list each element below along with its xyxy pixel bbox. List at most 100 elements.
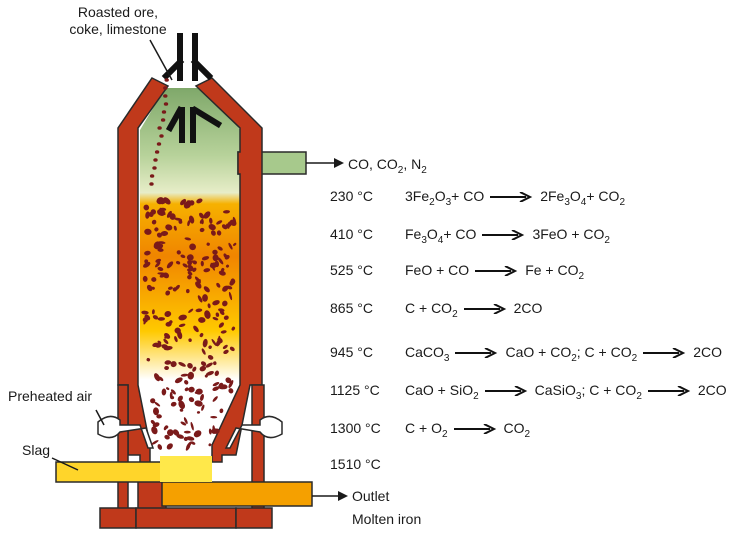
ore-particle — [178, 219, 183, 224]
ore-particle — [155, 342, 162, 348]
slag-label: Slag — [22, 442, 51, 458]
ore-particle — [201, 256, 210, 261]
formula-text: + CO — [451, 188, 485, 204]
ore-particle — [176, 260, 181, 265]
base-brick-center — [135, 507, 237, 529]
feed-particle — [163, 86, 168, 90]
ore-particle — [212, 317, 219, 321]
ore-particle — [187, 274, 192, 280]
ore-particle — [212, 386, 220, 391]
ore-particle — [188, 215, 195, 224]
ore-particle — [151, 309, 155, 315]
ore-particle — [166, 443, 173, 450]
ore-particle — [160, 199, 167, 205]
feed-particle — [163, 102, 169, 106]
ore-particle — [174, 336, 178, 343]
ore-particle — [204, 310, 211, 319]
ore-particle — [217, 246, 223, 251]
preheated-air-label: Preheated air — [8, 388, 93, 404]
ore-particle — [180, 254, 186, 259]
ore-particle — [221, 224, 228, 230]
gas-output-text-1: CO, CO — [348, 156, 398, 172]
reaction-arrow — [490, 192, 533, 203]
ore-particle — [209, 262, 218, 269]
ore-particle — [178, 323, 186, 328]
ore-particle — [159, 207, 167, 212]
ore-particle — [170, 389, 176, 395]
gas-output-sub-1: 2 — [397, 164, 404, 176]
ore-particle — [203, 268, 211, 273]
ore-particle — [201, 404, 205, 411]
ore-particle — [142, 317, 148, 323]
formula-subscript: 2 — [604, 234, 610, 246]
ore-particle — [226, 285, 233, 290]
ore-particle — [193, 325, 199, 333]
ore-particle — [231, 326, 236, 331]
formula-text: 2CO — [693, 344, 722, 360]
formula-subscript: 4 — [437, 234, 444, 246]
ore-particle — [164, 311, 172, 317]
ore-particle — [188, 386, 195, 393]
ore-particle — [152, 407, 160, 416]
zone-temperature: 1125 °C — [330, 382, 380, 398]
ore-particle — [177, 395, 183, 402]
air-pipe-right — [224, 415, 283, 449]
ore-particle — [154, 373, 161, 382]
ore-particle — [189, 243, 196, 251]
reaction-arrow — [455, 348, 498, 359]
ore-particle — [188, 338, 192, 342]
ore-particle — [198, 317, 206, 323]
ore-particle — [184, 237, 192, 241]
feed-particle — [164, 78, 169, 82]
formula-subscript: 3 — [443, 352, 450, 364]
ore-particle — [190, 421, 194, 431]
zone-temperature: 865 °C — [330, 300, 373, 316]
formula-subscript: 2 — [619, 196, 625, 208]
ore-particle — [212, 425, 216, 433]
formula-subscript: 3 — [421, 234, 427, 246]
feed-particle — [160, 118, 166, 122]
reaction-arrow — [453, 424, 496, 435]
ore-particle — [164, 434, 170, 440]
ore-particle — [201, 348, 206, 355]
ore-particle — [225, 377, 232, 384]
ore-particle — [215, 312, 220, 317]
ore-particle — [157, 248, 164, 252]
base-brick-left — [99, 507, 137, 529]
ore-particle — [190, 441, 196, 445]
ore-particle — [200, 361, 207, 367]
reaction-arrow — [484, 386, 527, 397]
formula-text: ; C + CO — [576, 344, 632, 360]
formula-text: C + CO — [405, 300, 453, 316]
ore-particle — [213, 361, 217, 366]
ore-particle — [146, 357, 151, 362]
formula-text: 2CO — [697, 382, 727, 398]
ore-particle — [151, 277, 157, 282]
ore-particle — [166, 429, 174, 436]
feed-particle — [153, 158, 158, 162]
zone-temperature: 410 °C — [330, 226, 373, 242]
ore-particle — [202, 338, 208, 348]
ore-particle — [164, 332, 171, 339]
ore-particle — [223, 210, 230, 214]
zone-temperature: 1300 °C — [330, 420, 381, 436]
ore-particle — [218, 322, 224, 328]
ore-particle — [228, 291, 233, 301]
ore-particle — [203, 286, 210, 293]
formula-subscript: 2 — [571, 352, 577, 364]
formula-text: 2CO — [513, 300, 543, 316]
ore-particle — [208, 443, 212, 447]
ore-particle — [225, 264, 230, 268]
ore-particle — [199, 219, 204, 224]
formula-text: 3FeO + CO — [532, 226, 605, 242]
formula-subscript: 2 — [452, 308, 458, 320]
ore-particle — [199, 332, 204, 338]
ore-particle — [200, 393, 204, 402]
ore-particle — [183, 417, 188, 425]
zone-temperature: 525 °C — [330, 262, 373, 278]
ore-particle — [142, 275, 148, 282]
ore-particle — [178, 362, 186, 367]
